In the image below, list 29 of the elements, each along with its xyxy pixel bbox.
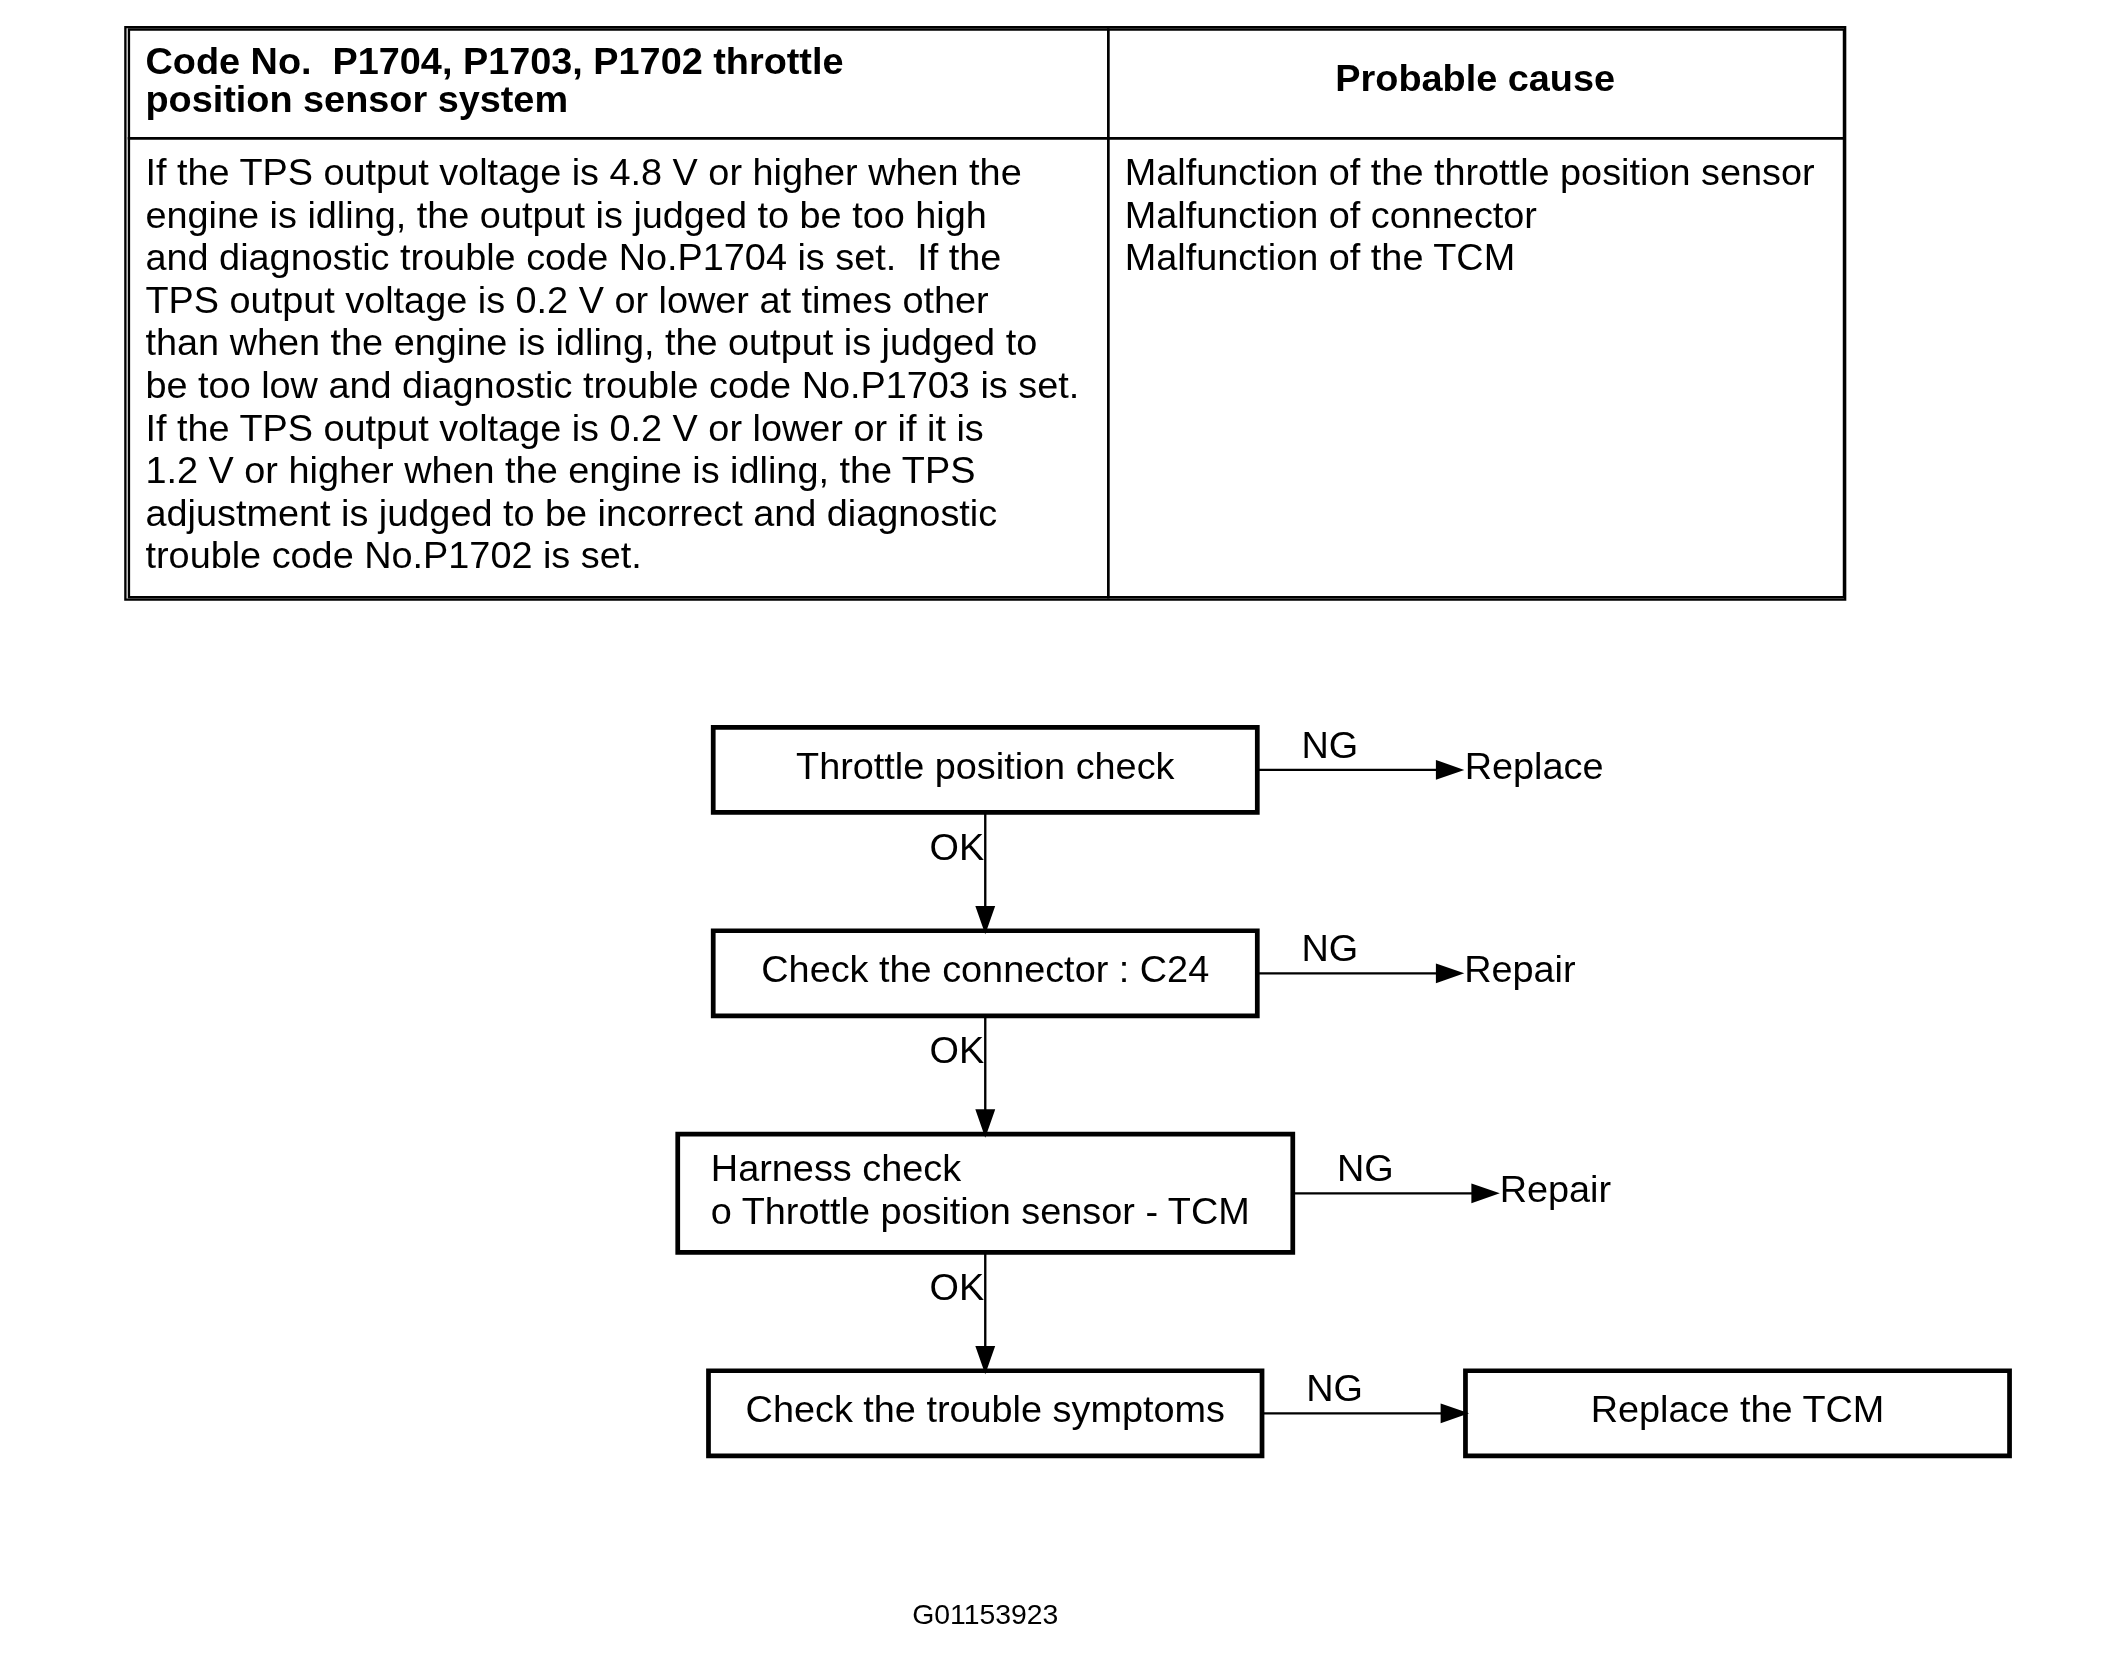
edge-label: OK xyxy=(929,1265,985,1308)
node-box: Replace the TCM xyxy=(1463,1368,2012,1459)
node-box: Throttle position check xyxy=(710,724,1260,815)
label: Malfunction of the throttle position sensor xyxy=(1124,151,1815,194)
node-text: Replace xyxy=(1464,744,1604,787)
edge-label: OK xyxy=(929,825,985,868)
node-box: Check the trouble symptoms xyxy=(706,1368,1265,1459)
label: Code No. P1704, P1703, P1702 throttle position sensor system xyxy=(145,39,844,120)
label: If the TPS output voltage is 4.8 V or higher when the engine is idling, the output is judged to be too high and diagnostic trouble code No.P1704 is set. If the TPS output voltage is 0.2 V or lower at times other than when the engine is idling, the output is judged to be too low and diagnostic trouble code No.P1703 is set. If the TPS output voltage is 0.2 V or lower or if it is 1.2 V or higher when the engine is idling, the TPS adjustment is judged to be incorrect and diagnostic trouble code No.P1702 is set. xyxy=(145,151,1080,577)
arrow xyxy=(1292,1183,1500,1204)
label: G01153923 xyxy=(912,1598,1059,1631)
arrow xyxy=(1257,759,1465,780)
arrow xyxy=(1257,963,1465,984)
arrow xyxy=(1262,1403,1470,1424)
label: Probable cause xyxy=(1335,56,1615,99)
arrow xyxy=(975,1252,996,1375)
edge-label: NG xyxy=(1301,927,1359,970)
node-text: Repair xyxy=(1464,948,1576,991)
node-box: Harness check o Throttle position sensor - TCM xyxy=(675,1131,1296,1255)
edge-label: NG xyxy=(1301,723,1359,766)
node-box: Check the connector : C24 xyxy=(710,928,1260,1019)
label: Malfunction of connector xyxy=(1124,193,1537,236)
arrow xyxy=(975,1015,996,1138)
edge-label: OK xyxy=(929,1029,985,1072)
edge-label: NG xyxy=(1306,1367,1363,1410)
node-text: Repair xyxy=(1499,1168,1612,1211)
edge-label: NG xyxy=(1337,1147,1394,1190)
arrow xyxy=(975,812,996,935)
label: Malfunction of the TCM xyxy=(1124,236,1516,279)
